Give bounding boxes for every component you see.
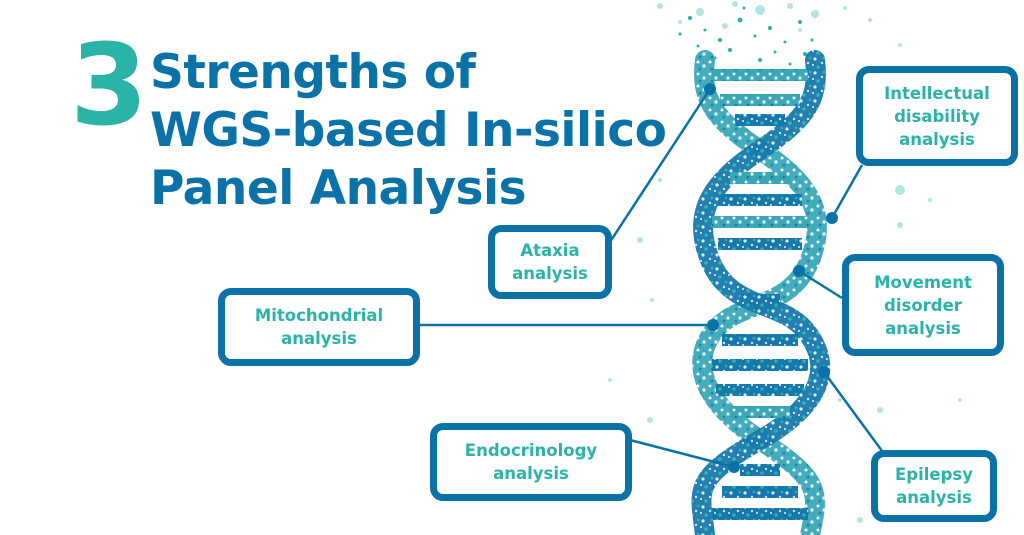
label-box-movement-disorder: Movement disorder analysis	[842, 254, 1004, 356]
label-epilepsy-line-1: Epilepsy	[895, 465, 973, 484]
label-intellectual-line-3: analysis	[899, 129, 975, 149]
label-box-intellectual-disability: Intellectual disability analysis	[856, 66, 1018, 166]
title-line-1: Strengths of	[150, 45, 476, 100]
connector-dot-epilepsy	[818, 366, 830, 378]
title-number: 3	[70, 21, 148, 151]
label-ataxia-line-1: Ataxia	[520, 241, 580, 260]
label-movement-line-1: Movement	[874, 272, 972, 292]
label-box-ataxia: Ataxia analysis	[488, 225, 612, 299]
label-intellectual-line-2: disability	[894, 106, 980, 126]
label-movement-line-2: disorder	[884, 295, 962, 315]
label-intellectual-line-1: Intellectual	[884, 83, 990, 103]
title-line-3: Panel Analysis	[150, 161, 527, 216]
label-box-epilepsy: Epilepsy analysis	[871, 450, 997, 522]
page-title: Strengths of WGS-based In-silico Panel A…	[150, 44, 667, 218]
connector-dot-mitochondrial	[707, 319, 719, 331]
label-epilepsy-line-2: analysis	[896, 488, 972, 507]
title-line-2: WGS-based In-silico	[150, 103, 667, 158]
label-movement-line-3: analysis	[885, 318, 961, 338]
label-mitochondrial-line-1: Mitochondrial	[254, 306, 384, 325]
connector-dot-ataxia	[704, 83, 716, 95]
label-box-mitochondrial: Mitochondrial analysis	[218, 288, 420, 366]
label-mitochondrial-line-2: analysis	[281, 329, 357, 348]
connector-dot-intellectual	[826, 212, 838, 224]
label-ataxia-line-2: analysis	[512, 264, 588, 283]
connector-lines	[418, 88, 887, 469]
connector-dot-endocrinology	[728, 461, 740, 473]
label-endocrinology-line-2: analysis	[493, 464, 569, 483]
connector-dot-movement	[793, 265, 805, 277]
label-endocrinology-line-1: Endocrinology	[464, 441, 598, 460]
label-box-endocrinology: Endocrinology analysis	[430, 423, 632, 501]
